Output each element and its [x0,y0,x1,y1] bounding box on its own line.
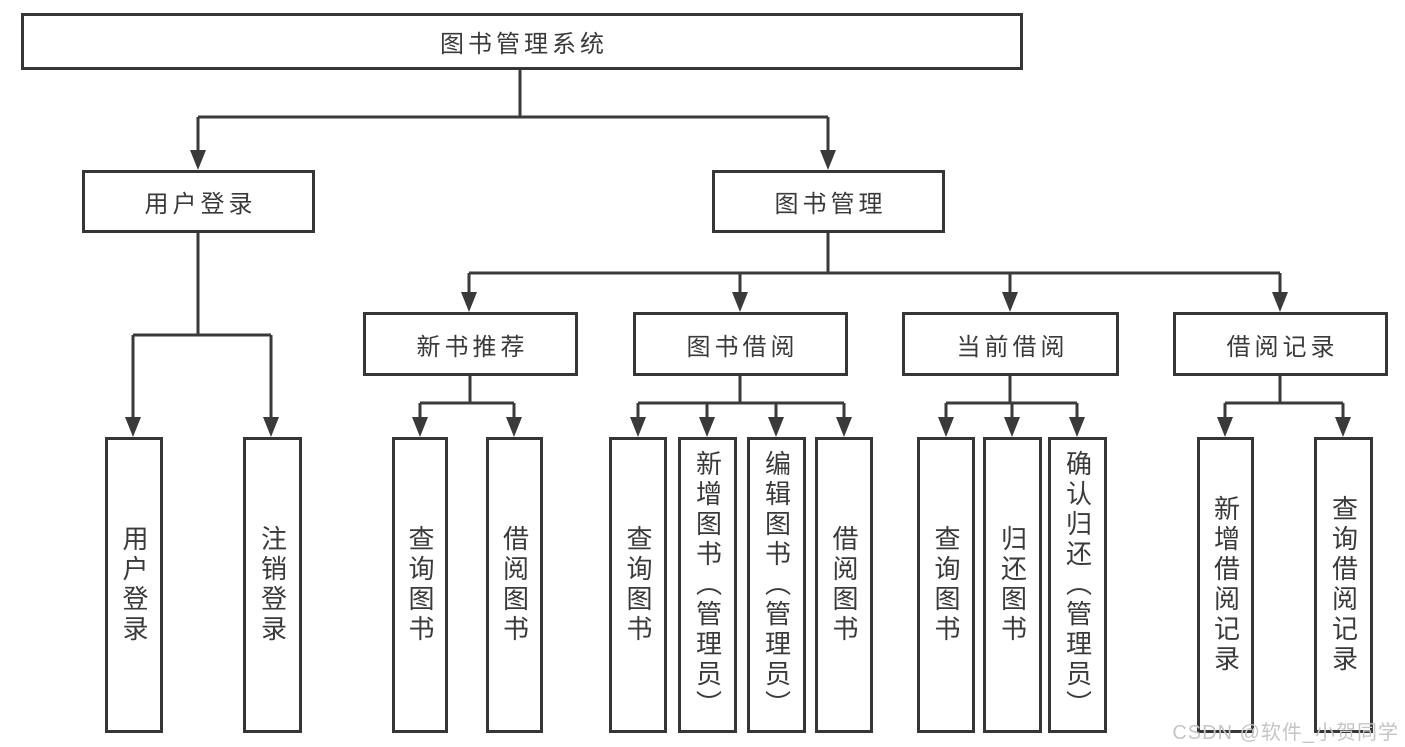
node-book-borrow: 图书借阅 [633,312,848,376]
node-current-borrow: 当前借阅 [902,312,1119,376]
connector-current-borrow-branch [938,376,1085,437]
leaf-return-book: 归还图书 [983,437,1042,733]
connector-user-login-branch [125,233,279,437]
leaf-logout: 注销登录 [243,437,302,733]
leaf-query-book-recommend: 查询图书 [392,437,448,733]
csdn-watermark: CSDN @软件_小贺同学 [1172,722,1399,744]
connector-book-borrow-branch [630,376,852,437]
leaf-query-book-current: 查询图书 [917,437,975,733]
leaf-user-login: 用户登录 [105,437,163,733]
branch-book-management: 图书管理 [712,170,945,233]
node-borrow-records: 借阅记录 [1173,312,1388,376]
node-new-book-recommend: 新书推荐 [363,312,578,376]
connector-book-management-branch [461,233,1288,312]
leaf-query-borrow-record: 查询借阅记录 [1314,437,1373,733]
leaf-edit-book-admin: 编辑图书（管理员） [747,437,806,733]
connector-new-book-recommend-branch [412,376,522,437]
leaf-confirm-return-admin: 确认归还（管理员） [1048,437,1107,733]
node-root-library-system: 图书管理系统 [21,13,1023,70]
leaf-add-book-admin: 新增图书（管理员） [678,437,737,733]
leaf-borrow-book: 借阅图书 [815,437,873,733]
branch-user-login: 用户登录 [82,170,315,233]
connector-root-to-level2 [190,70,836,170]
leaf-add-borrow-record: 新增借阅记录 [1197,437,1254,733]
leaf-query-book-borrow: 查询图书 [609,437,667,733]
connector-borrow-records-branch [1217,376,1351,437]
leaf-borrow-book-recommend: 借阅图书 [486,437,543,733]
